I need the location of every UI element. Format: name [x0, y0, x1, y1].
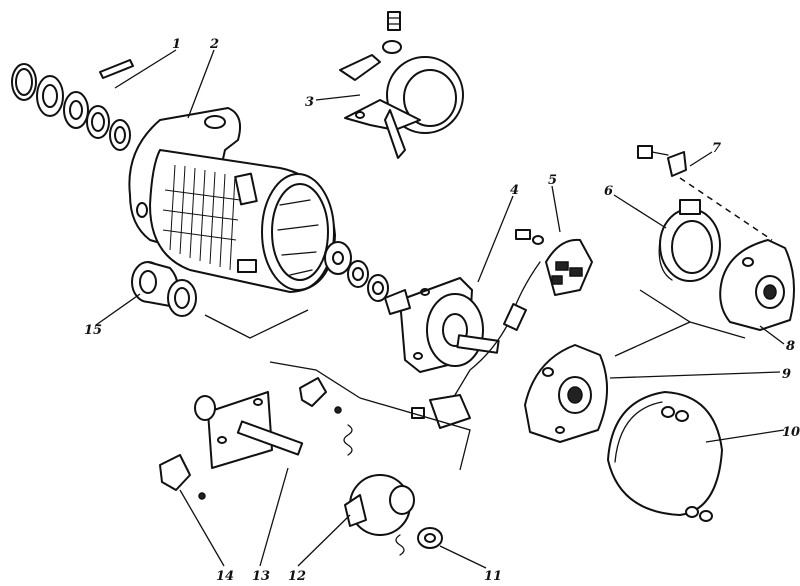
part-screw-clip [637, 145, 687, 177]
callout-7: 7 [712, 141, 721, 156]
callout-12: 12 [288, 569, 306, 584]
leader-lines [95, 49, 785, 569]
callout-11: 11 [484, 569, 502, 584]
callout-6: 6 [604, 184, 613, 199]
callout-5: 5 [548, 173, 557, 188]
callout-13: 13 [252, 569, 270, 584]
part-cover-disk [607, 391, 723, 522]
callout-labels: 1 2 3 4 5 6 7 8 9 10 11 12 13 14 15 [84, 37, 800, 584]
callout-2: 2 [209, 37, 219, 52]
part-bearing [131, 261, 197, 317]
part-breaker-plate-lower [524, 344, 609, 443]
callout-15: 15 [84, 323, 102, 338]
callout-8: 8 [786, 339, 795, 354]
part-vacuum-unit [339, 11, 464, 159]
part-key-pin [99, 59, 134, 79]
part-base-plate [384, 277, 500, 373]
part-washer-small [417, 527, 443, 549]
callout-9: 9 [782, 367, 791, 382]
part-seal-rings [11, 63, 131, 151]
dashed-assembly-line [679, 177, 773, 241]
callout-4: 4 [510, 183, 519, 198]
part-breaker-plate-upper [719, 239, 795, 331]
part-shaft-plate [194, 391, 304, 469]
callout-3: 3 [305, 95, 314, 110]
part-breaker-lead [411, 229, 593, 429]
part-cam-follower [159, 454, 206, 500]
callout-10: 10 [782, 425, 800, 440]
part-weight-assembly [343, 424, 415, 556]
part-clamp-ring [658, 199, 721, 282]
part-small-clip [299, 377, 342, 414]
assembly-lines [204, 289, 746, 471]
part-housing [128, 107, 336, 293]
part-washers [324, 241, 389, 302]
callout-14: 14 [216, 569, 234, 584]
callout-1: 1 [172, 37, 181, 52]
